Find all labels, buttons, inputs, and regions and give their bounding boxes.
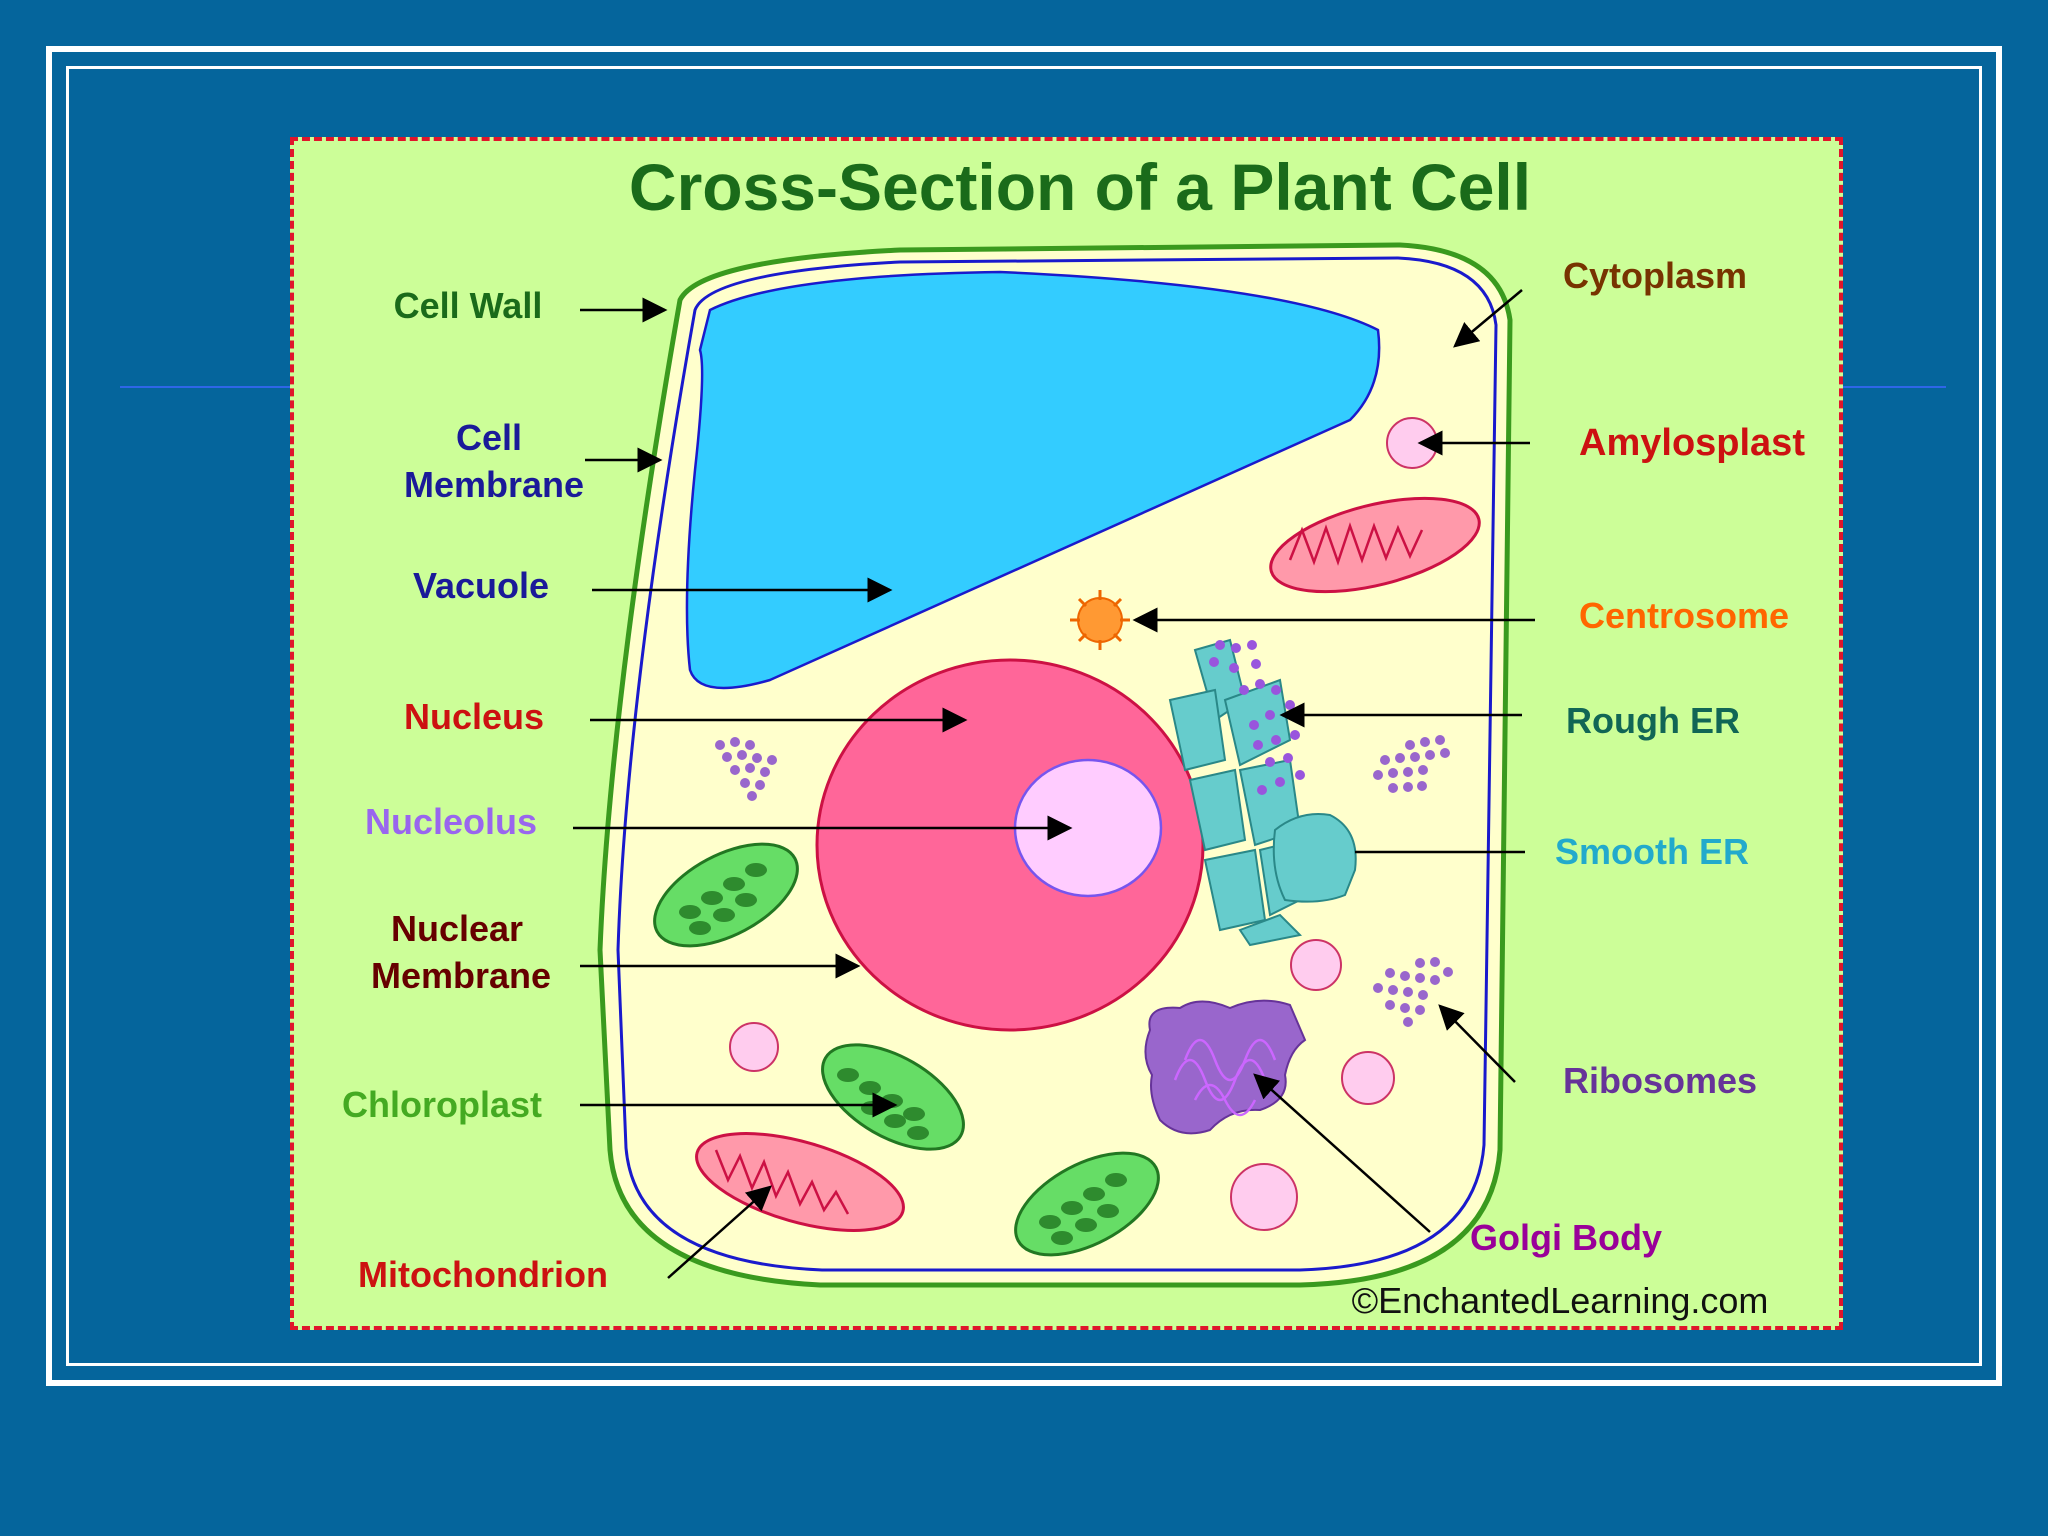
- label-cell-membrane-line2: Membrane: [404, 464, 584, 505]
- pointer-ribosomes: [1438, 1004, 1516, 1083]
- vacuole-shape: [685, 270, 1381, 690]
- label-amylosplast: Amylosplast: [1579, 422, 1805, 464]
- label-vacuole: Vacuole: [413, 565, 549, 606]
- golgi-body-shape: [1144, 999, 1307, 1135]
- amyloplast-shapes: [729, 417, 1438, 1231]
- slide-divider-right: [1840, 386, 1946, 388]
- chloroplast-shapes: [653, 842, 1160, 1257]
- label-ribosomes: Ribosomes: [1563, 1060, 1757, 1101]
- label-cytoplasm: Cytoplasm: [1563, 255, 1747, 296]
- label-cell-membrane-line1: Cell: [456, 417, 522, 458]
- pointer-mitochondrion: [667, 1185, 772, 1279]
- endoplasmic-reticulum-shape: [1168, 638, 1357, 947]
- slide-divider-left: [120, 386, 290, 388]
- label-golgi-body: Golgi Body: [1470, 1217, 1662, 1258]
- pointer-lines: [573, 289, 1535, 1279]
- label-chloroplast: Chloroplast: [342, 1084, 542, 1125]
- diagram-title: Cross-Section of a Plant Cell: [629, 150, 1531, 224]
- label-mitochondrion: Mitochondrion: [358, 1254, 608, 1295]
- slide-inner-frame: [66, 66, 1982, 1366]
- rough-er-ribosome-dots: [1209, 640, 1305, 795]
- cell-membrane-shape: [616, 256, 1498, 1272]
- label-nucleus: Nucleus: [404, 696, 544, 737]
- label-rough-er: Rough ER: [1566, 700, 1740, 741]
- label-cell-wall: Cell Wall: [394, 285, 543, 326]
- pointer-golgi-body: [1253, 1073, 1431, 1233]
- mitochondrion-shapes: [695, 496, 1481, 1232]
- slide-outer-frame: [46, 46, 2002, 1386]
- credit-text: ©EnchantedLearning.com: [1352, 1280, 1769, 1321]
- label-nuclear-membrane-line1: Nuclear: [391, 908, 523, 949]
- label-nuclear-membrane-line2: Membrane: [371, 955, 551, 996]
- label-smooth-er: Smooth ER: [1555, 831, 1749, 872]
- label-nucleolus: Nucleolus: [365, 801, 537, 842]
- ribosome-clusters: [715, 735, 1453, 1027]
- label-centrosome: Centrosome: [1579, 595, 1789, 636]
- centrosome-shape: [1070, 590, 1130, 650]
- pointer-cytoplasm: [1453, 289, 1523, 348]
